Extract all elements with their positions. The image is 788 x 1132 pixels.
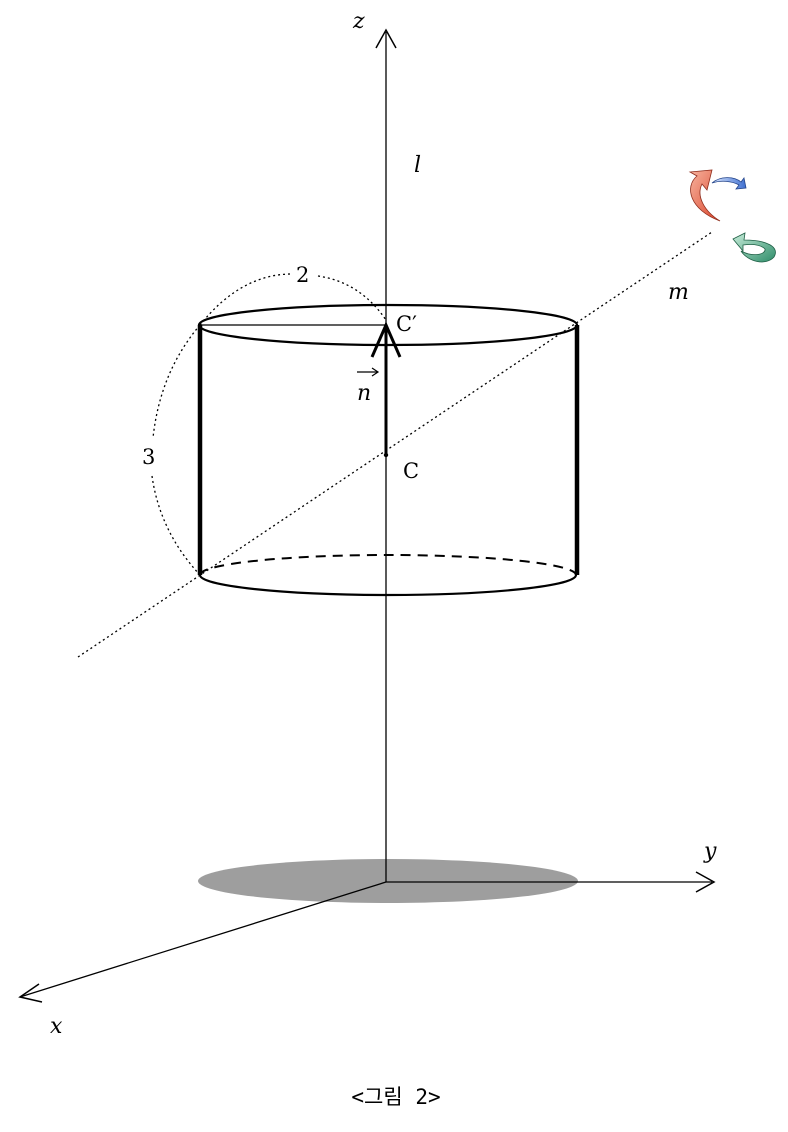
line-l-label: l bbox=[414, 153, 421, 178]
diameter-label: 2 bbox=[296, 263, 309, 287]
rotation-arrows-icon bbox=[688, 169, 776, 263]
y-axis-arrowhead bbox=[695, 871, 716, 893]
cylinder-top-ellipse bbox=[197, 303, 579, 347]
height-label: 3 bbox=[142, 445, 155, 469]
point-c-dot bbox=[383, 452, 389, 458]
x-axis-label: x bbox=[50, 1014, 63, 1039]
z-axis-arrowhead bbox=[375, 28, 397, 49]
line-m bbox=[77, 231, 713, 658]
z-axis-label: z bbox=[352, 9, 365, 34]
figure-caption: <그림 2> bbox=[351, 1085, 440, 1109]
vector-n-arrowhead bbox=[370, 321, 402, 358]
diameter-arc bbox=[199, 273, 387, 326]
x-axis bbox=[19, 881, 387, 998]
vector-n-label: n bbox=[357, 381, 371, 406]
shadow-ellipse bbox=[198, 859, 578, 903]
y-axis-label: y bbox=[703, 839, 717, 864]
point-c-prime-label: C′ bbox=[396, 312, 417, 336]
cylinder-bottom-front bbox=[198, 574, 578, 597]
cylinder-bottom-back bbox=[199, 554, 577, 576]
height-arc bbox=[151, 324, 201, 576]
x-axis-arrowhead bbox=[18, 983, 43, 1003]
vector-symbol-head bbox=[371, 367, 380, 377]
point-c-label: C bbox=[403, 459, 419, 483]
line-m-label: m bbox=[668, 280, 689, 305]
